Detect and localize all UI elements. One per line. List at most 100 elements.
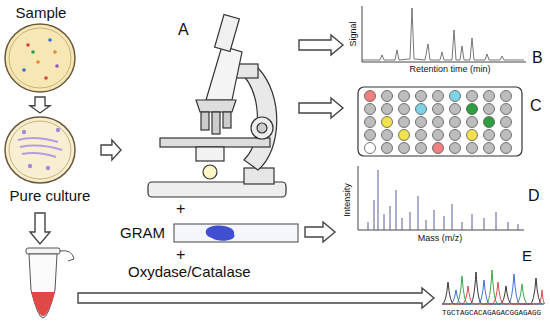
well xyxy=(365,91,376,102)
colony xyxy=(22,68,26,72)
well xyxy=(467,130,478,141)
well xyxy=(501,130,512,141)
mass-spectrum: D IntensityMass (m/z) xyxy=(338,160,548,248)
well xyxy=(501,104,512,115)
well xyxy=(467,143,478,154)
panel-letter: B xyxy=(532,50,543,66)
chromatogram-trace xyxy=(362,8,524,60)
flow-arrow xyxy=(78,288,434,308)
tube-liquid xyxy=(31,292,55,316)
focus-knob xyxy=(251,117,273,139)
well xyxy=(416,143,427,154)
well xyxy=(382,143,393,154)
plus-sign: + xyxy=(176,247,185,263)
tube-lid xyxy=(60,251,74,261)
flow-arrow xyxy=(299,98,343,118)
well xyxy=(484,104,495,115)
axis-label: Mass (m/z) xyxy=(418,234,463,243)
colony xyxy=(53,50,57,54)
well xyxy=(416,130,427,141)
well xyxy=(433,91,444,102)
panel-letter: E xyxy=(522,248,532,263)
well xyxy=(501,117,512,128)
culture-streak xyxy=(18,138,58,142)
well xyxy=(433,117,444,128)
microscope-foot xyxy=(244,168,274,184)
culture-streak xyxy=(20,146,62,150)
well xyxy=(382,117,393,128)
tube-cap xyxy=(26,248,60,254)
well xyxy=(399,104,410,115)
well xyxy=(399,130,410,141)
well xyxy=(484,130,495,141)
eyepiece xyxy=(215,14,240,51)
stain-label: GRAM xyxy=(120,225,165,240)
gram-stain xyxy=(206,226,235,241)
test-label: Oxydase/Catalase xyxy=(128,264,251,279)
nosepiece xyxy=(196,100,236,112)
chart-axis xyxy=(358,166,524,230)
microscope xyxy=(148,14,286,197)
well xyxy=(484,143,495,154)
well xyxy=(450,143,461,154)
well xyxy=(450,104,461,115)
petri-dish: Pure culture xyxy=(2,116,98,210)
body-tube xyxy=(206,46,242,100)
microscope-stage xyxy=(160,138,270,147)
plate-wells xyxy=(365,91,512,154)
flow-arrow xyxy=(30,97,50,113)
panel-letter: C xyxy=(530,98,542,114)
well xyxy=(416,117,427,128)
sequence-trace xyxy=(442,270,544,304)
microscope-arm xyxy=(244,68,277,170)
well xyxy=(484,91,495,102)
well xyxy=(433,130,444,141)
plus-sign: + xyxy=(176,201,185,217)
panel-letter: D xyxy=(528,188,540,204)
well xyxy=(433,143,444,154)
objective xyxy=(223,112,231,128)
tube xyxy=(29,254,57,318)
colony xyxy=(26,43,30,47)
base-sequence: TGCTAGCACAGAGACGGAGAGG xyxy=(442,310,541,318)
colony xyxy=(44,76,48,80)
microplate: C xyxy=(346,86,548,158)
objective xyxy=(212,112,220,134)
colony xyxy=(36,60,40,64)
well xyxy=(382,104,393,115)
well xyxy=(382,130,393,141)
well xyxy=(467,117,478,128)
axis-label: Retention time (min) xyxy=(409,65,490,74)
well xyxy=(399,91,410,102)
dish-label: Pure culture xyxy=(10,188,91,203)
spectrum-peaks xyxy=(368,170,518,230)
condenser xyxy=(196,147,224,161)
chart-axis xyxy=(362,6,526,62)
sequence-trace xyxy=(442,274,544,304)
sequence-trace xyxy=(442,282,545,304)
gram-slide: GRAM xyxy=(118,220,302,246)
well xyxy=(450,130,461,141)
dish-rim xyxy=(9,121,71,179)
culture-streak xyxy=(22,153,56,157)
petri-dish: Sample xyxy=(2,2,80,94)
flow-arrow xyxy=(101,140,121,160)
colony xyxy=(22,130,26,134)
well xyxy=(501,143,512,154)
flow-arrow xyxy=(299,35,343,55)
sequence-trace: E TGCTAGCACAGAGACGGAGAGG xyxy=(438,248,548,325)
axis-label: Intensity xyxy=(343,183,352,217)
well xyxy=(416,91,427,102)
well xyxy=(416,104,427,115)
dish-label: Sample xyxy=(16,5,67,20)
colony xyxy=(31,50,35,54)
petri-dish xyxy=(5,117,75,183)
well xyxy=(365,104,376,115)
well xyxy=(467,91,478,102)
colony xyxy=(48,38,52,42)
colony xyxy=(56,128,60,132)
chromatogram: BSignalRetention time (min) xyxy=(346,0,548,82)
well xyxy=(365,143,376,154)
